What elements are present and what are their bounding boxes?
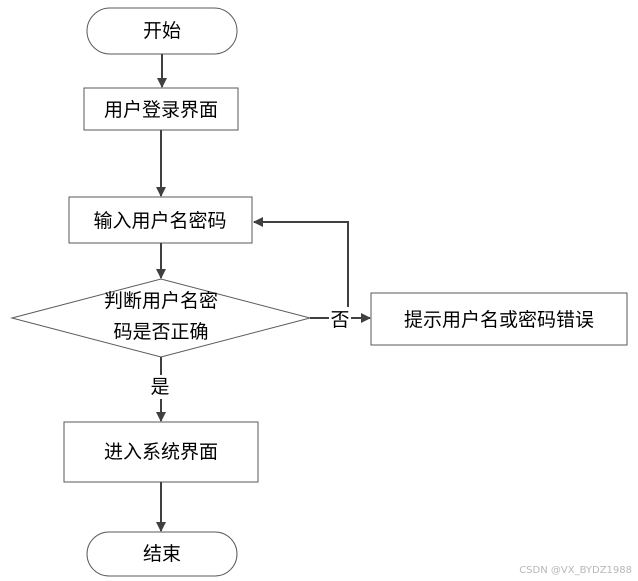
yes-branch-label: 是 [150,376,169,398]
decision-node: 判断用户名密 码是否正确 [10,278,312,358]
enter-system-label: 进入系统界面 [104,441,218,463]
end-label: 结束 [143,543,181,565]
error-prompt-label: 提示用户名或密码错误 [404,309,594,331]
decision-label-line-2: 码是否正确 [113,321,208,343]
end-node: 结束 [86,531,238,577]
enter-system-node: 进入系统界面 [63,421,259,483]
login-screen-node: 用户登录界面 [83,87,239,131]
input-credentials-node: 输入用户名密码 [68,196,253,244]
arrow-loop-back-to-input [253,217,349,307]
no-label-background [329,307,351,329]
start-node: 开始 [86,7,238,55]
watermark-text: CSDN @VX_BYDZ1988 [519,565,632,576]
start-label: 开始 [143,20,181,42]
yes-label-background [148,375,172,399]
no-branch-label: 否 [330,309,349,331]
input-credentials-label: 输入用户名密码 [93,210,226,232]
decision-label-line-1: 判断用户名密 [104,290,218,312]
error-prompt-node: 提示用户名或密码错误 [370,292,628,346]
login-screen-label: 用户登录界面 [104,99,218,121]
